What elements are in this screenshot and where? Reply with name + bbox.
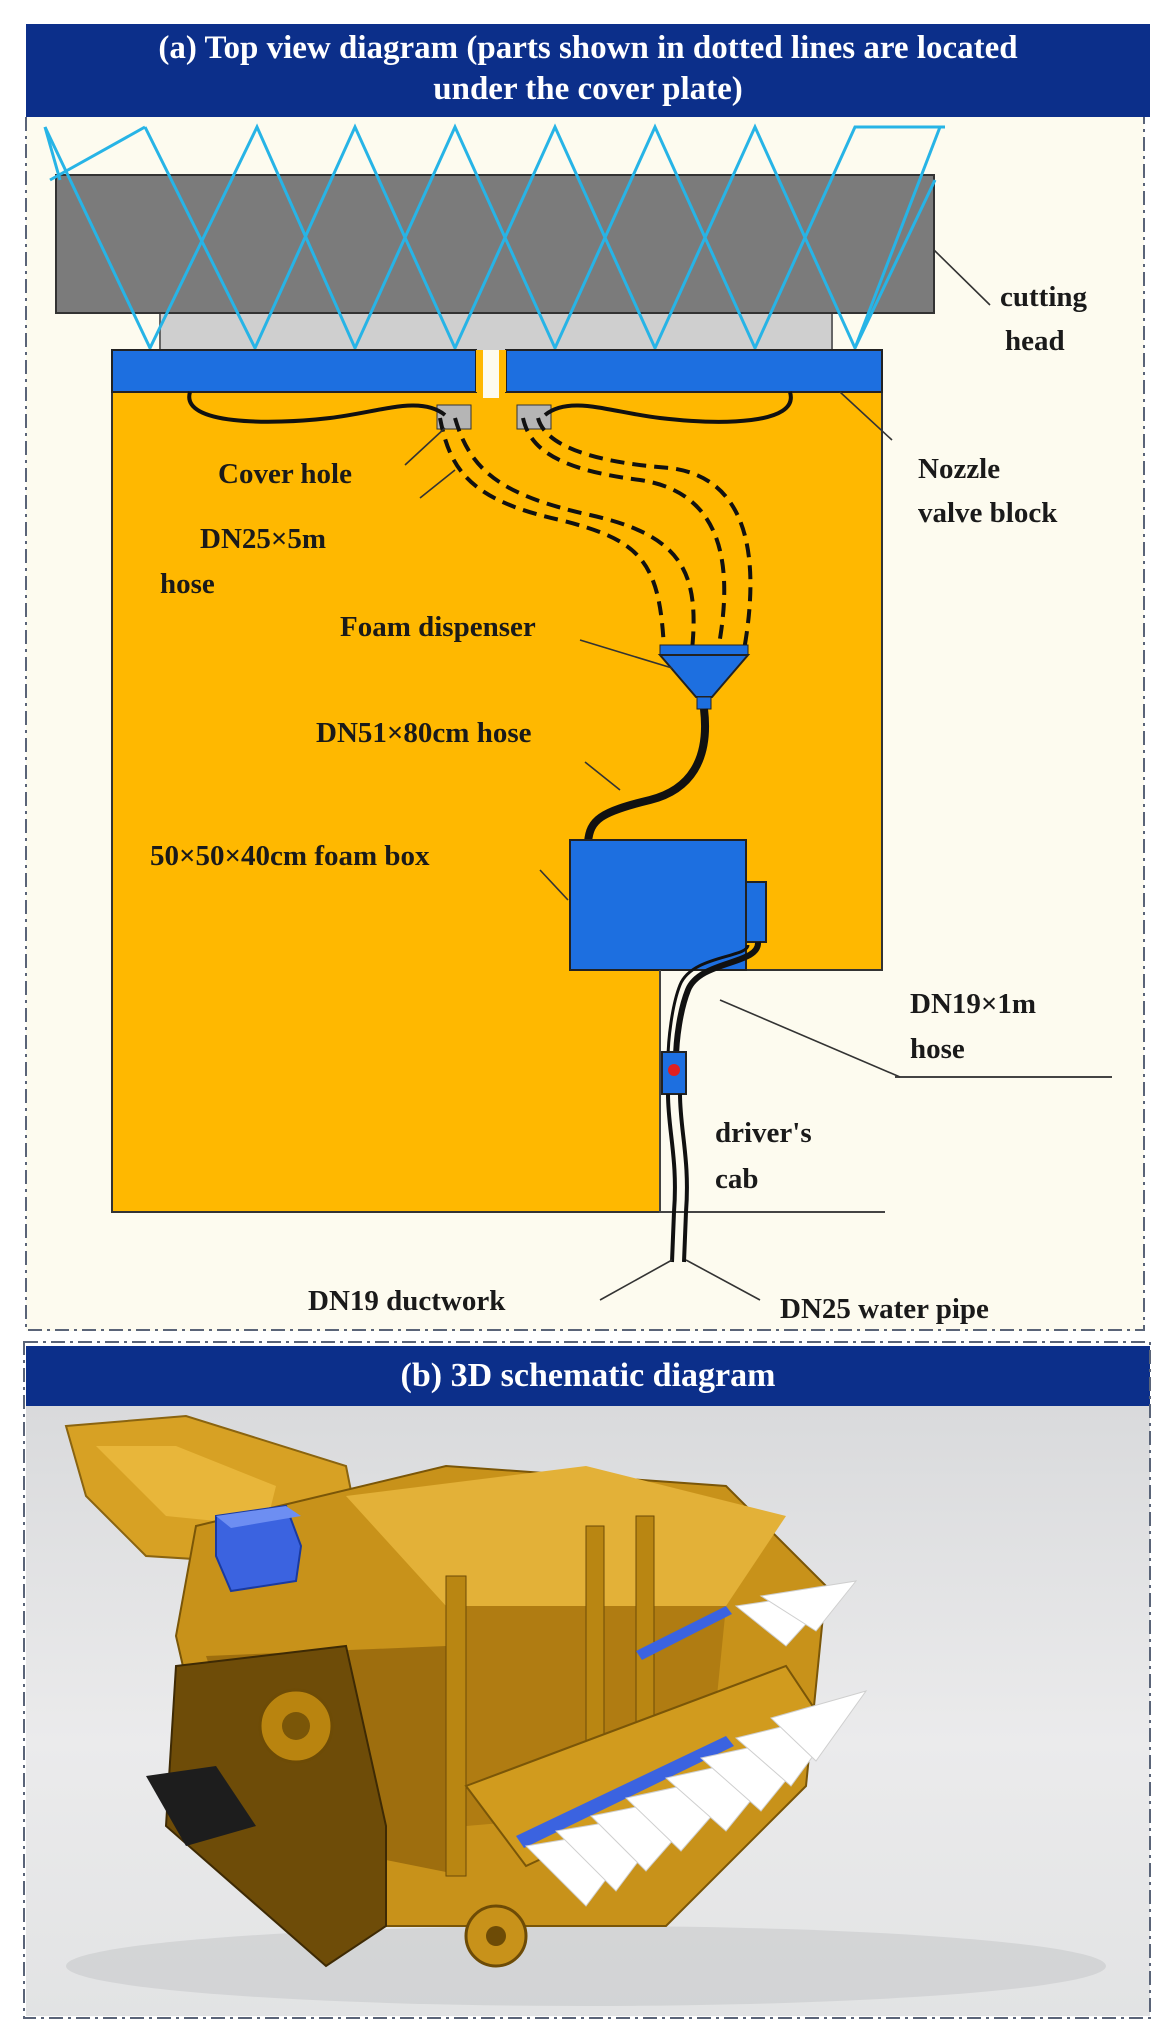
label-foam-dispenser: Foam dispenser (340, 611, 536, 643)
valve-red-dot (668, 1064, 680, 1076)
machine-body (111, 379, 883, 1213)
label-cutting-head-1: cutting (1000, 281, 1088, 313)
3d-schematic-panel (26, 1406, 1150, 2016)
foam-box (569, 839, 747, 971)
top-view-diagram: cutting head Nozzle valve block Cover ho… (25, 117, 1145, 1331)
foam-box-side (745, 881, 767, 943)
hose-dashed-4 (536, 417, 753, 651)
hose-left-solid (187, 391, 447, 424)
nozzle-valve-block-left (111, 349, 477, 393)
foam-dispenser (657, 644, 751, 710)
roadheader-3d-illustration (64, 1414, 1106, 2006)
top-view-title-line2: under the cover plate) (433, 71, 743, 107)
cover-hole-right (516, 404, 552, 430)
nozzle-valve-block-right (505, 349, 883, 393)
spray-lines (43, 123, 945, 352)
label-hose-1m-2: hose (910, 1033, 965, 1065)
label-drivers-cab-1: driver's (715, 1117, 812, 1149)
label-hose-5m-2: hose (160, 568, 215, 600)
hose-right-solid (543, 391, 793, 424)
top-view-title-banner: (a) Top view diagram (parts shown in dot… (26, 24, 1150, 117)
hose-dashed-2 (453, 417, 696, 651)
label-hose-5m-1: DN25×5m (200, 523, 326, 555)
label-ductwork: DN19 ductwork (308, 1285, 506, 1317)
panel-b-frame (23, 1341, 1151, 2019)
label-cutting-head-2: head (1005, 325, 1065, 357)
label-nozzle-block-2: valve block (918, 497, 1058, 529)
label-drivers-cab-2: cab (715, 1163, 759, 1195)
hose-dashed-1 (438, 417, 666, 651)
hose-1m-b (666, 944, 750, 1061)
label-hose-1m-1: DN19×1m (910, 988, 1036, 1020)
label-water-pipe: DN25 water pipe (780, 1293, 989, 1325)
nozzle-block-stem (483, 350, 499, 398)
label-cover-hole: Cover hole (218, 458, 352, 490)
hose-dashed-3 (521, 417, 727, 651)
top-view-title-line1: (a) Top view diagram (parts shown in dot… (158, 30, 1018, 66)
panel-a-frame (25, 117, 1145, 1331)
label-nozzle-block-1: Nozzle (918, 453, 1000, 485)
label-hose-80cm: DN51×80cm hose (316, 717, 532, 749)
pipe-lower-b (678, 1093, 689, 1263)
label-foam-box: 50×50×40cm foam box (150, 840, 430, 872)
3d-title-banner: (b) 3D schematic diagram (26, 1346, 1150, 1406)
hose-1m (673, 941, 761, 1061)
pipe-lower-a (666, 1093, 677, 1263)
hose-80cm (584, 708, 709, 843)
drivers-cab-outline (659, 970, 885, 1213)
